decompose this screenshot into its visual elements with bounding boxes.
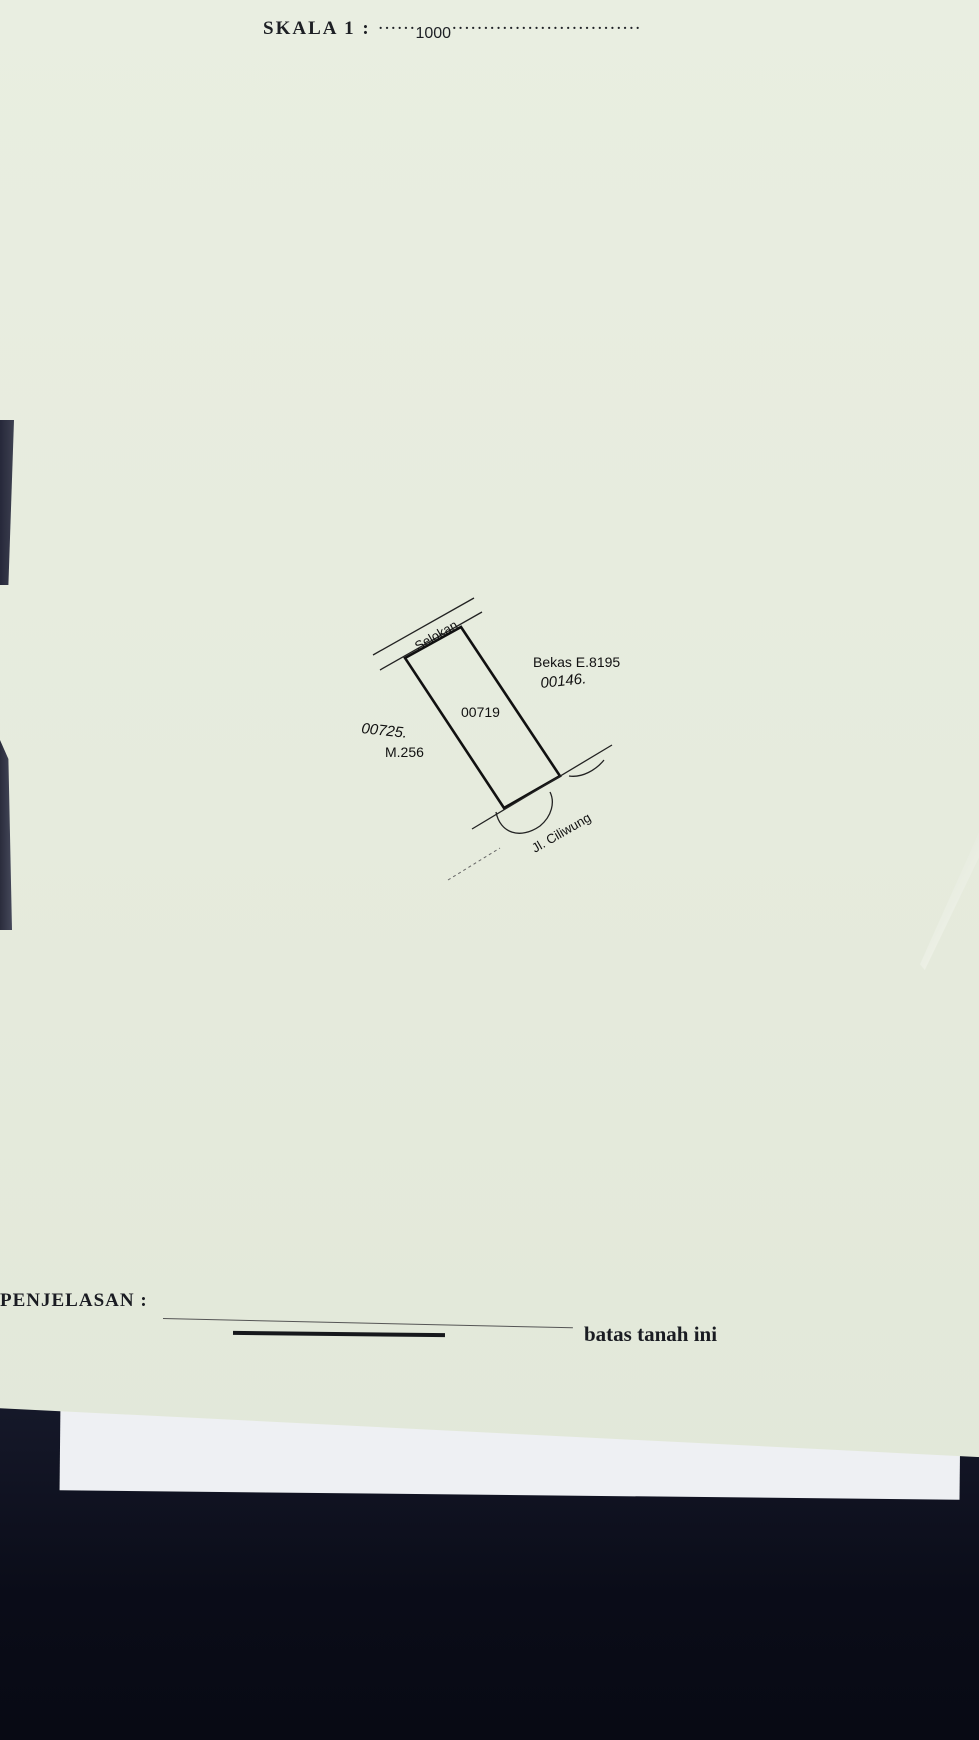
road-line	[471, 744, 613, 830]
road-curve	[495, 791, 553, 834]
ditch-line	[379, 611, 483, 671]
label-m256: M.256	[385, 744, 424, 760]
road-curve	[568, 759, 605, 777]
parcel-number: 00719	[461, 704, 500, 720]
label-bekas: Bekas E.8195	[533, 654, 620, 670]
road-extension	[447, 847, 501, 881]
scale-value: 1000	[415, 25, 452, 42]
document-sheet	[0, 0, 979, 1458]
handwritten-number-east: 00146.	[540, 670, 587, 692]
explanation-label: PENJELASAN :	[0, 1290, 148, 1311]
ditch-line	[372, 597, 475, 656]
label-selokan: Selokan	[412, 617, 460, 653]
boundary-legend-text: batas tanah ini	[584, 1322, 718, 1346]
handwritten-number-west: 00725.	[361, 720, 408, 742]
scale-header: SKALA 1 : ······1000····················…	[263, 18, 641, 42]
scale-label: SKALA 1 :	[263, 18, 371, 39]
label-jalan: Jl. Ciliwung	[529, 810, 593, 856]
